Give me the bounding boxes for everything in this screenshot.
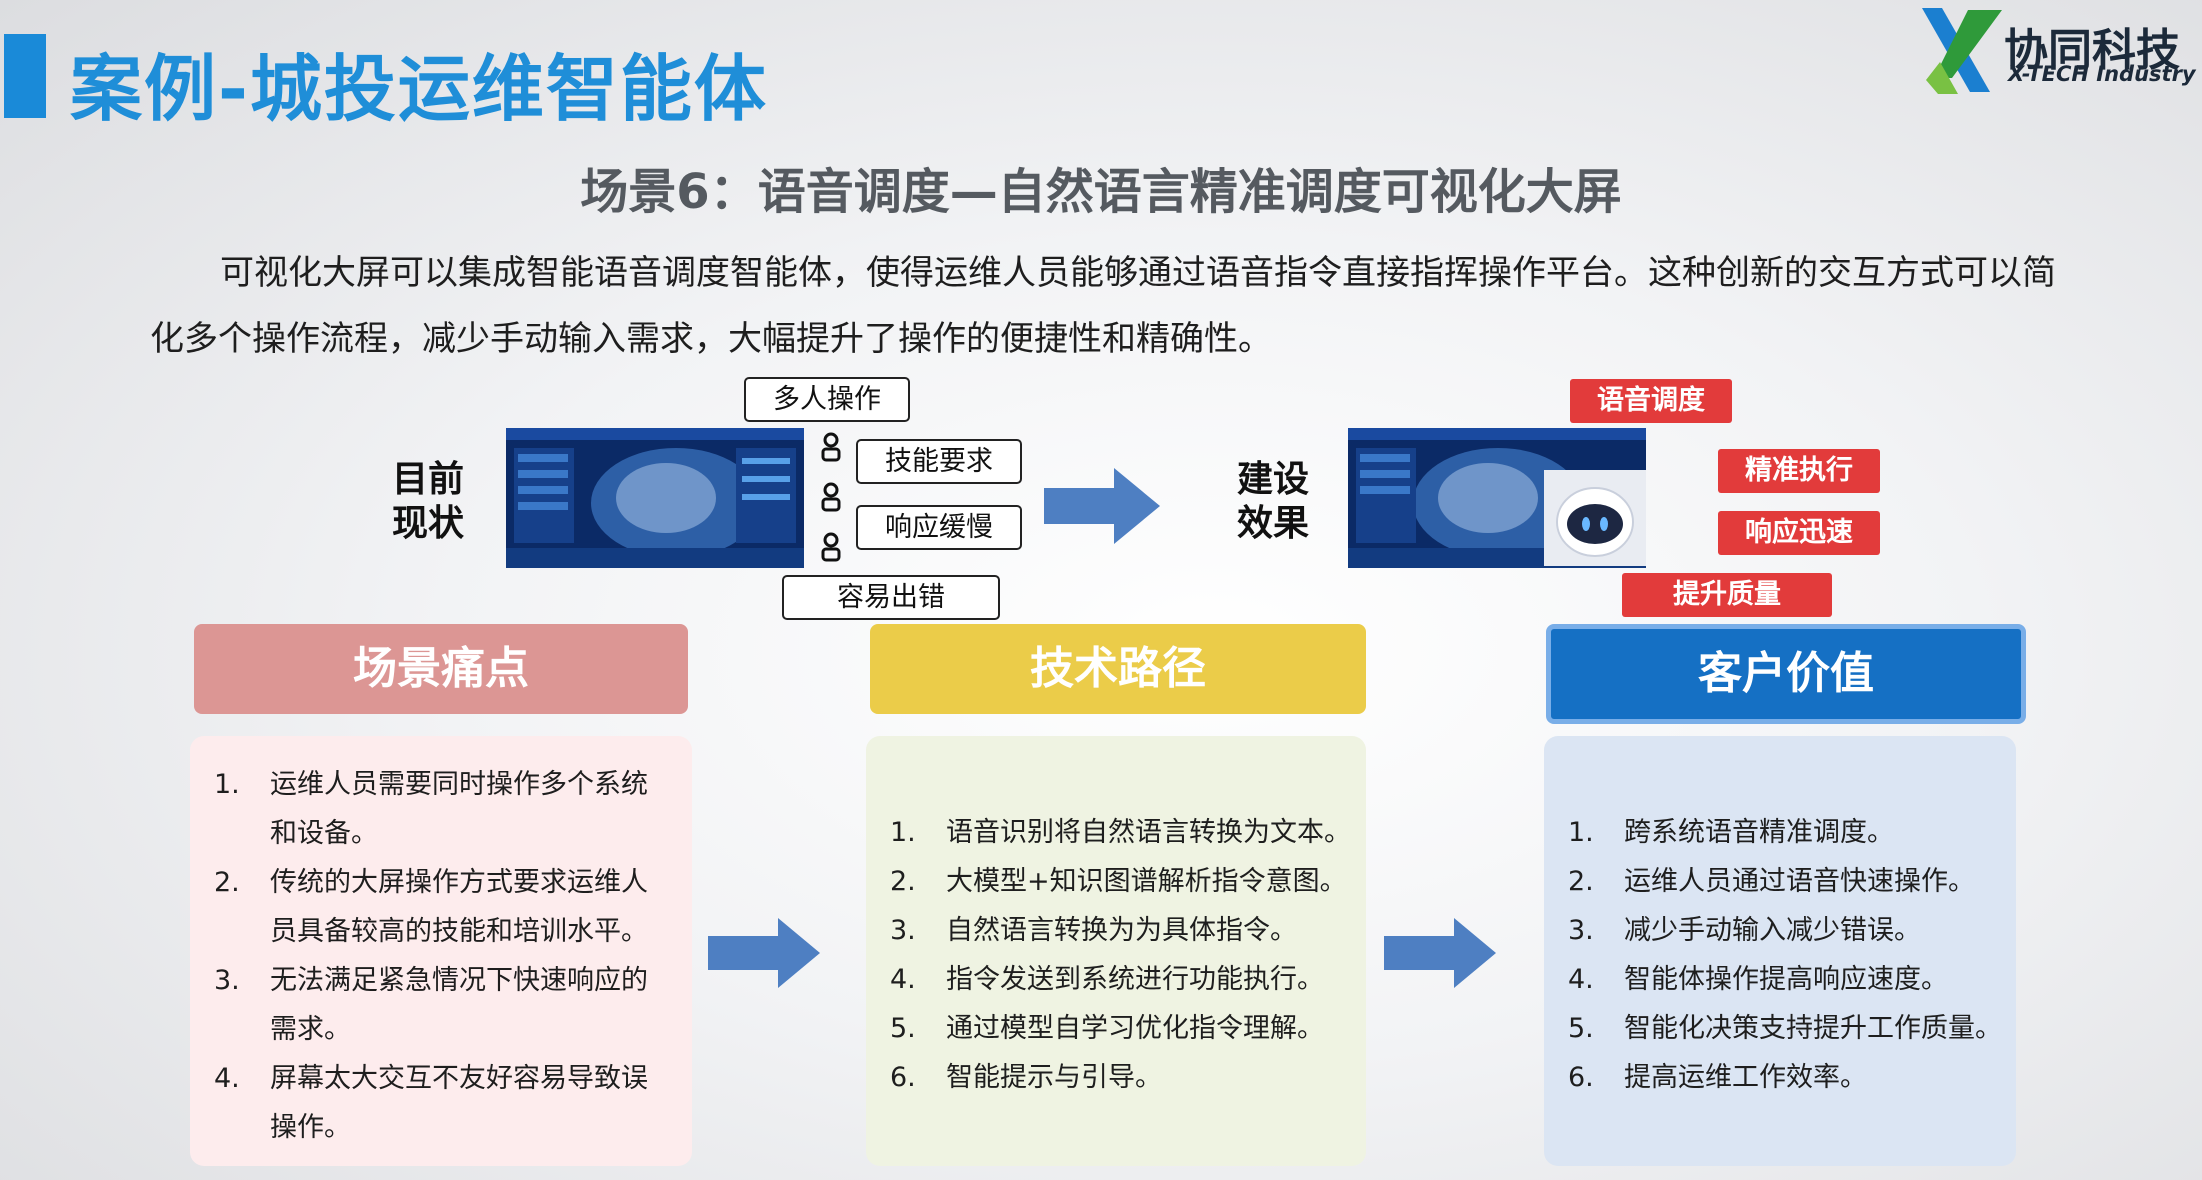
effect-label: 建设 效果: [1233, 458, 1313, 546]
list-item: 1.语音识别将自然语言转换为文本。: [890, 817, 1351, 848]
logo-subtitle: X-TECH Industry: [2008, 62, 2196, 86]
effect-tag: 响应迅速: [1718, 511, 1880, 555]
company-logo: [1922, 8, 2002, 94]
current-tag: 技能要求: [856, 439, 1022, 484]
user-icon: [821, 432, 841, 462]
user-icon: [821, 482, 841, 512]
tech-path-card: 1.语音识别将自然语言转换为文本。 2.大模型+知识图谱解析指令意图。 3.自然…: [866, 736, 1366, 1166]
current-tag: 容易出错: [782, 575, 1000, 620]
current-status-label-line2: 现状: [391, 503, 464, 544]
effect-tag: 提升质量: [1622, 573, 1832, 617]
current-status-label-line1: 目前: [391, 459, 464, 500]
scene-description: 可视化大屏可以集成智能语音调度智能体，使得运维人员能够通过语音指令直接指挥操作平…: [150, 253, 2056, 359]
list-item: 4.指令发送到系统进行功能执行。: [890, 964, 1324, 995]
current-tag: 多人操作: [744, 377, 910, 422]
page-title: 案例-城投运维智能体: [70, 47, 768, 131]
customer-value-header: 客户价值: [1546, 624, 2026, 724]
customer-value-card: 1.跨系统语音精准调度。 2.运维人员通过语音快速操作。 3.减少手动输入减少错…: [1544, 736, 2016, 1166]
list-item: 3.减少手动输入减少错误。: [1568, 915, 1921, 946]
list-item: 5.通过模型自学习优化指令理解。: [890, 1013, 1324, 1044]
list-item: 6.提高运维工作效率。: [1568, 1062, 1867, 1093]
effect-tag: 语音调度: [1570, 379, 1732, 423]
list-item: 3.无法满足紧急情况下快速响应的需求。: [214, 965, 648, 1045]
list-item: 2.传统的大屏操作方式要求运维人员具备较高的技能和培训水平。: [214, 867, 648, 947]
pain-points-card: 1.运维人员需要同时操作多个系统和设备。 2.传统的大屏操作方式要求运维人员具备…: [190, 736, 692, 1166]
arrow-right-icon: [708, 918, 820, 988]
arrow-right-icon: [1044, 468, 1160, 544]
robot-assistant-icon: [1544, 470, 1646, 566]
title-accent-bar: [4, 34, 46, 118]
list-item: 3.自然语言转换为为具体指令。: [890, 915, 1297, 946]
list-item: 4.屏幕太大交互不友好容易导致误操作。: [214, 1063, 648, 1143]
effect-tag: 精准执行: [1718, 449, 1880, 493]
user-icon: [821, 532, 841, 562]
tech-path-header: 技术路径: [870, 624, 1366, 714]
list-item: 6.智能提示与引导。: [890, 1062, 1162, 1093]
dashboard-screenshot-current: [506, 428, 804, 568]
arrow-right-icon: [1384, 918, 1496, 988]
pain-points-header: 场景痛点: [194, 624, 688, 714]
current-tag: 响应缓慢: [856, 505, 1022, 550]
list-item: 2.运维人员通过语音快速操作。: [1568, 866, 1975, 897]
logo-name: 协同科技: [2004, 25, 2180, 76]
list-item: 1.运维人员需要同时操作多个系统和设备。: [214, 769, 648, 849]
current-status-label: 目前 现状: [388, 458, 468, 546]
effect-label-line2: 效果: [1236, 503, 1309, 544]
effect-label-line1: 建设: [1236, 459, 1309, 500]
list-item: 4.智能体操作提高响应速度。: [1568, 964, 1948, 995]
list-item: 5.智能化决策支持提升工作质量。: [1568, 1013, 2002, 1044]
list-item: 2.大模型+知识图谱解析指令意图。: [890, 866, 1347, 897]
list-item: 1.跨系统语音精准调度。: [1568, 817, 1894, 848]
scene-subtitle: 场景6：语音调度—自然语言精准调度可视化大屏: [580, 164, 1622, 220]
